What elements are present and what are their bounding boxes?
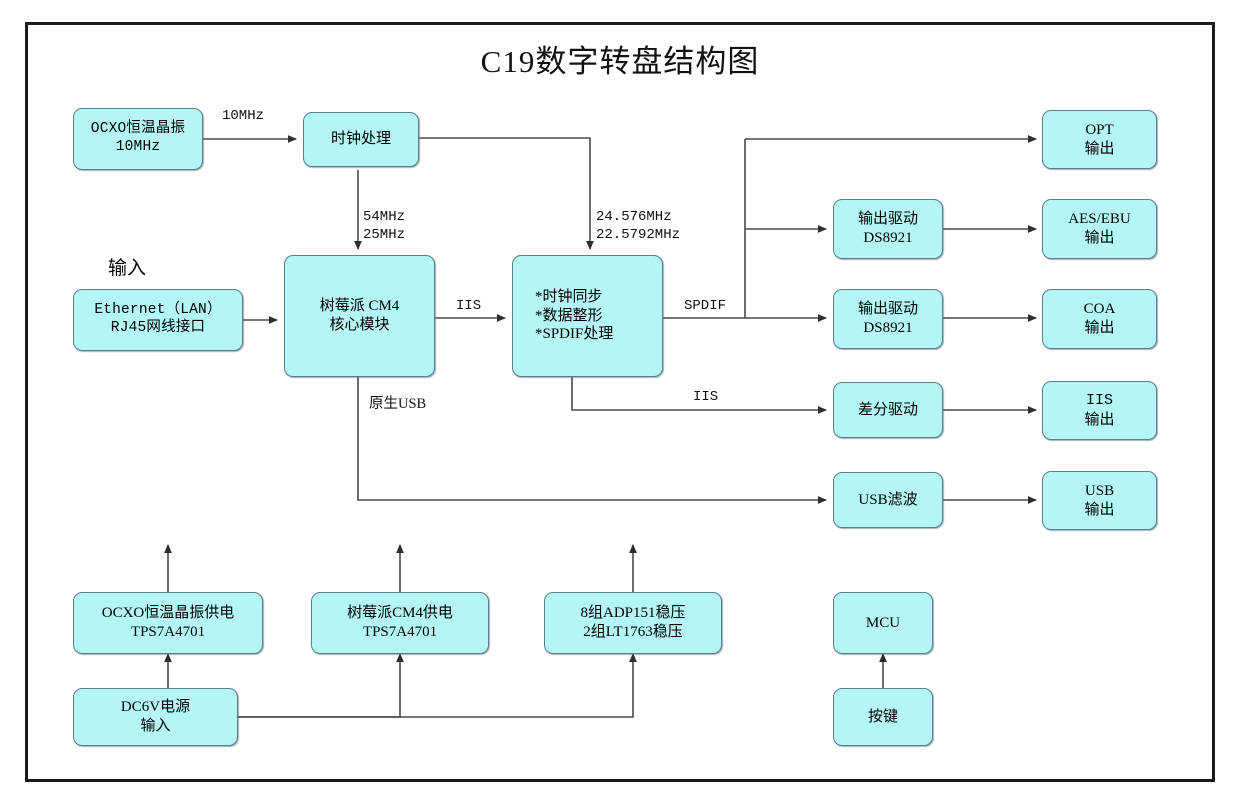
usb-output-node-line-2: 输出 <box>1084 501 1115 518</box>
page-title: C19数字转盘结构图 <box>480 44 760 79</box>
usb-filter-node-line-1: USB滤波 <box>858 491 918 508</box>
output-driver-2-node[interactable]: 输出驱动 DS8921 <box>833 289 943 349</box>
ethernet-input-node-line-2: RJ45网线接口 <box>110 320 206 336</box>
iis-output-node-line-2: 输出 <box>1084 411 1115 428</box>
dc6v-power-input-node[interactable]: DC6V电源 输入 <box>73 688 238 746</box>
aes-ebu-output-node-line-2: 输出 <box>1084 230 1115 246</box>
edge-label-24576mhz: 24.576MHz 22.5792MHz <box>596 208 680 244</box>
usb-output-node-line-1: USB <box>1084 482 1115 499</box>
dc6v-power-input-node-line-1: DC6V电源 <box>120 699 191 716</box>
edge-label-native-usb-line-1: 原生USB <box>369 396 427 412</box>
key-button-node-line-1: 按键 <box>867 708 898 725</box>
edge-label-24576mhz-line-2: 22.5792MHz <box>596 227 681 244</box>
edge-dc6v-to-pwr-cm4 <box>238 653 404 718</box>
output-driver-1-node[interactable]: 输出驱动 DS8921 <box>833 199 943 259</box>
output-driver-1-node-line-1: 输出驱动 <box>857 211 918 228</box>
regulator-bank-node-line-1: 8组ADP151稳压 <box>580 605 686 622</box>
opt-output-node-line-2: 输出 <box>1084 140 1115 157</box>
edge-label-iis-dsp-line-1: IIS <box>693 389 719 405</box>
ocxo-power-supply-node-line-1: OCXO恒温晶振供电 <box>101 605 235 622</box>
regulator-bank-node-line-2: 2组LT1763稳压 <box>583 624 683 640</box>
edge-label-iis-cm4: IIS <box>456 297 481 315</box>
ocxo-power-supply-node[interactable]: OCXO恒温晶振供电 TPS7A4701 <box>73 592 263 654</box>
raspberry-cm4-node[interactable]: 树莓派 CM4 核心模块 <box>284 255 435 377</box>
ocxo-oscillator-node-line-1: OCXO恒温晶振 <box>90 121 186 138</box>
clock-processing-node[interactable]: 时钟处理 <box>303 112 419 167</box>
ocxo-power-supply-node-line-2: TPS7A4701 <box>130 624 206 640</box>
differential-driver-node[interactable]: 差分驱动 <box>833 382 943 438</box>
coa-output-node-line-2: 输出 <box>1084 320 1115 336</box>
edge-label-spdif-line-1: SPDIF <box>684 298 727 314</box>
edge-label-10mhz: 10MHz <box>222 107 264 125</box>
clock-processing-node-line-1: 时钟处理 <box>330 131 391 148</box>
regulator-bank-node[interactable]: 8组ADP151稳压 2组LT1763稳压 <box>544 592 722 654</box>
ethernet-input-node[interactable]: Ethernet（LAN） RJ45网线接口 <box>73 289 243 351</box>
mcu-node[interactable]: MCU <box>833 592 933 654</box>
differential-driver-node-line-1: 差分驱动 <box>857 401 918 418</box>
spdif-processing-node[interactable]: *时钟同步 *数据整形 *SPDIF处理 <box>512 255 663 377</box>
edge-label-spdif: SPDIF <box>684 297 726 315</box>
edge-label-54-25mhz-line-2: 25MHz <box>363 227 406 244</box>
coa-output-node-line-1: COA <box>1083 301 1116 318</box>
diagram-outer-frame <box>25 22 1215 782</box>
key-button-node[interactable]: 按键 <box>833 688 933 746</box>
opt-output-node-line-1: OPT <box>1085 121 1114 138</box>
input-heading: 输入 <box>108 258 147 279</box>
iis-output-node[interactable]: IIS 输出 <box>1042 381 1157 440</box>
edge-dc6v-to-pwr-reg <box>238 653 637 718</box>
edge-label-iis-cm4-line-1: IIS <box>456 298 482 314</box>
output-driver-2-node-line-2: DS8921 <box>863 320 913 336</box>
edge-label-10mhz-line-1: 10MHz <box>222 108 265 124</box>
usb-output-node[interactable]: USB 输出 <box>1042 471 1157 530</box>
ocxo-oscillator-node-line-2: 10MHz <box>115 139 161 155</box>
edge-cm4-to-usbfilter <box>357 377 827 504</box>
aes-ebu-output-node-line-1: AES/EBU <box>1068 211 1131 228</box>
dc6v-power-input-node-line-2: 输入 <box>140 718 171 734</box>
raspberry-cm4-node-line-2: 核心模块 <box>329 317 390 333</box>
coa-output-node[interactable]: COA 输出 <box>1042 289 1157 349</box>
output-driver-2-node-line-1: 输出驱动 <box>857 301 918 318</box>
usb-filter-node[interactable]: USB滤波 <box>833 472 943 528</box>
spdif-processing-node-line-3: *SPDIF处理 <box>535 326 614 343</box>
spdif-processing-node-line-2: *数据整形 <box>535 307 603 324</box>
edge-label-54-25mhz: 54MHz 25MHz <box>363 208 405 244</box>
output-driver-1-node-line-2: DS8921 <box>863 230 913 246</box>
mcu-node-line-1: MCU <box>865 614 901 631</box>
cm4-power-supply-node-line-1: 树莓派CM4供电 <box>347 605 453 622</box>
raspberry-cm4-node-line-1: 树莓派 CM4 <box>319 298 400 315</box>
edge-label-native-usb: 原生USB <box>369 395 426 414</box>
iis-output-node-line-1: IIS <box>1085 391 1113 409</box>
spdif-processing-node-line-1: *时钟同步 <box>535 289 603 306</box>
cm4-power-supply-node[interactable]: 树莓派CM4供电 TPS7A4701 <box>311 592 489 654</box>
edge-label-24576mhz-line-1: 24.576MHz <box>596 209 672 225</box>
edge-label-iis-dsp: IIS <box>693 388 718 406</box>
edge-dsp-to-diffdriver-iis <box>571 377 827 414</box>
aes-ebu-output-node[interactable]: AES/EBU 输出 <box>1042 199 1157 259</box>
cm4-power-supply-node-line-2: TPS7A4701 <box>362 624 438 640</box>
edge-label-54-25mhz-line-1: 54MHz <box>363 209 406 225</box>
ocxo-oscillator-node[interactable]: OCXO恒温晶振 10MHz <box>73 108 203 170</box>
ethernet-input-node-line-1: Ethernet（LAN） <box>94 302 222 319</box>
edge-clock-to-dsp <box>419 137 594 250</box>
opt-output-node[interactable]: OPT 输出 <box>1042 110 1157 169</box>
